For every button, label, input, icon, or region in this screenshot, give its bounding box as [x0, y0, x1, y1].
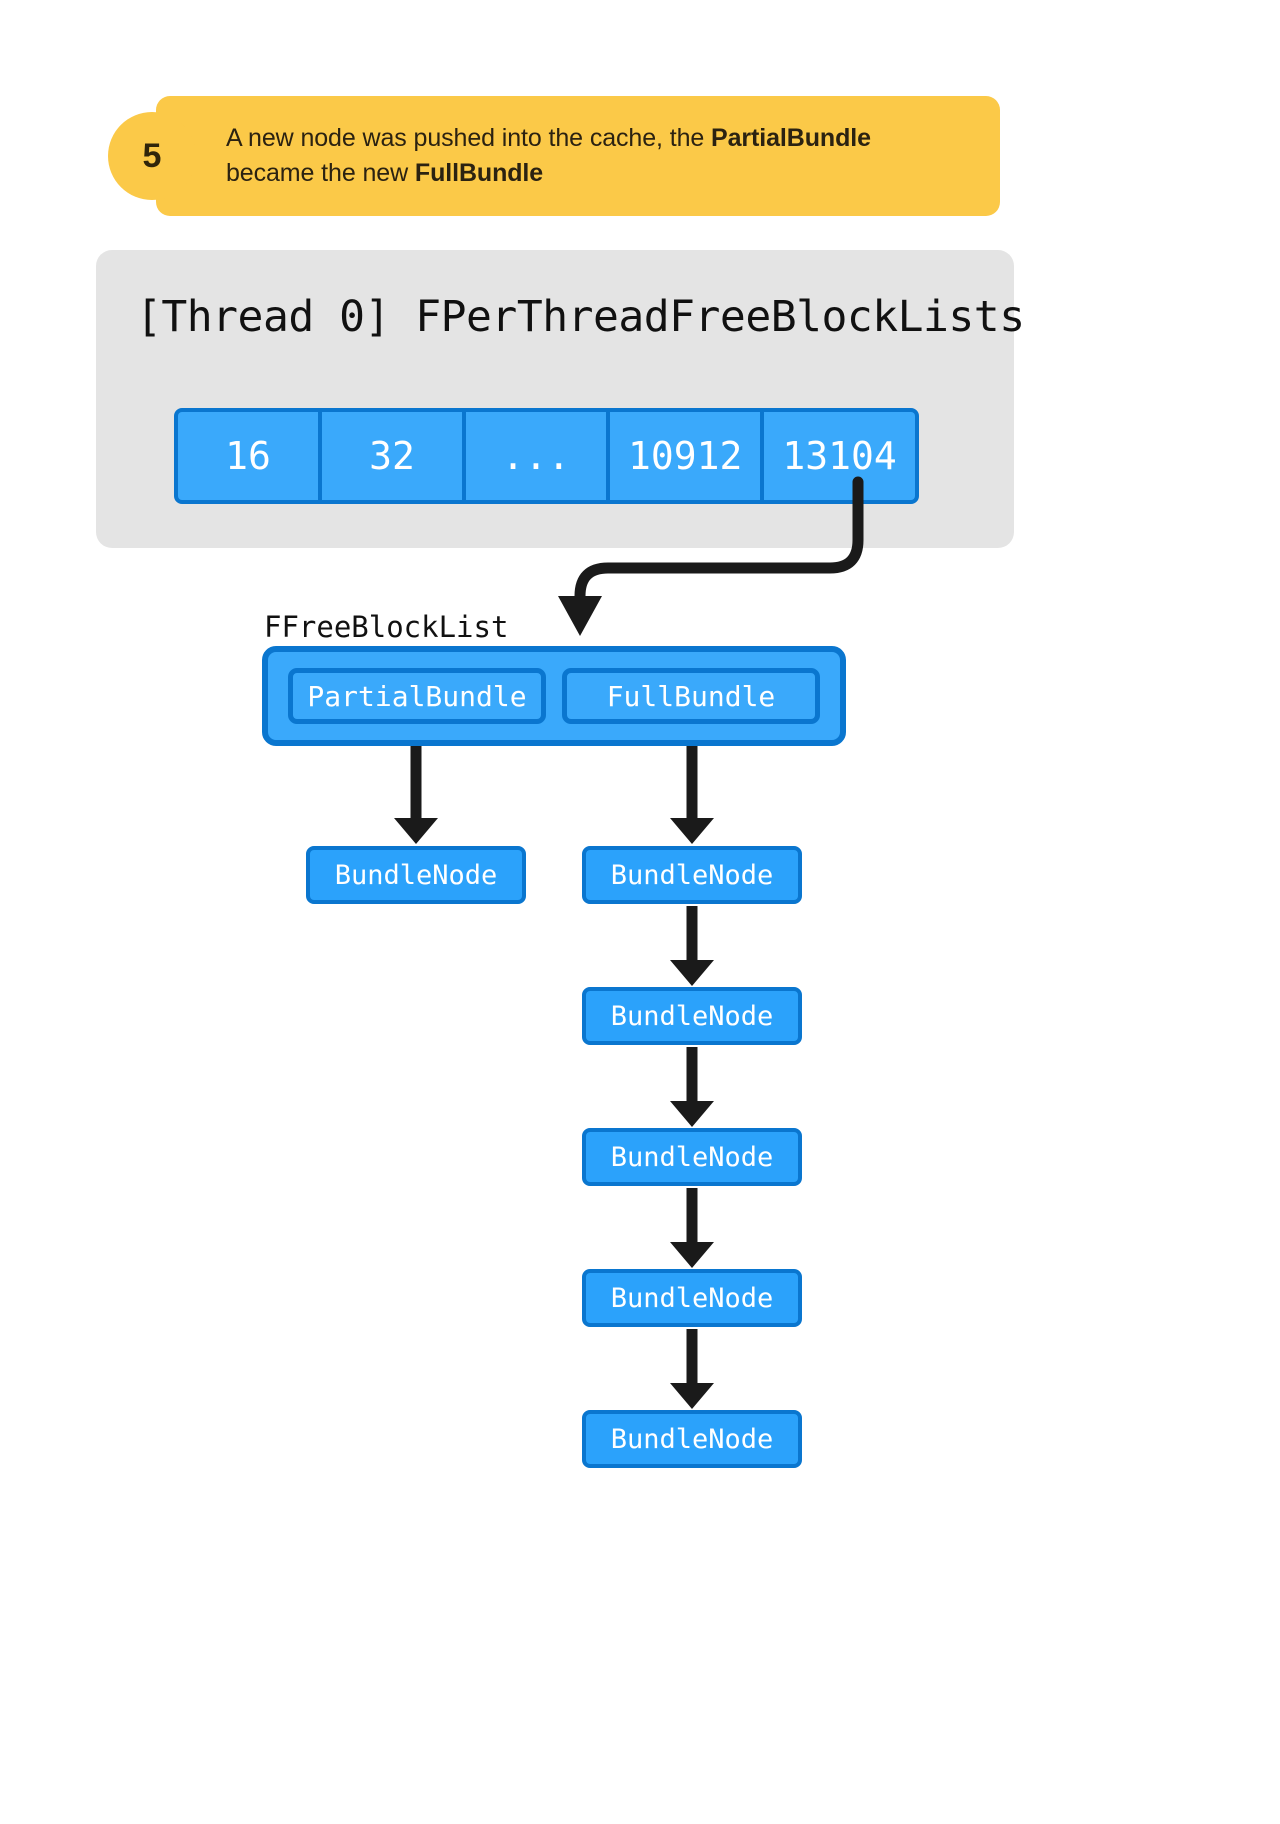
bundle-node[interactable]: BundleNode [582, 1128, 802, 1186]
curved-arrow-icon [558, 476, 864, 636]
bundle-node[interactable]: BundleNode [582, 846, 802, 904]
node-to-node-arrow-0 [670, 906, 714, 986]
size-class-cell-32[interactable]: 32 [322, 412, 462, 500]
callout-banner: 5 A new node was pushed into the cache, … [108, 96, 1000, 216]
fullbundle-to-node-arrow [670, 746, 714, 844]
callout-emphasis: PartialBundle [711, 123, 871, 152]
size-class-cell-10912[interactable]: 10912 [610, 412, 761, 500]
size-class-cell-13104[interactable]: 13104 [764, 412, 915, 500]
size-class-cell-16[interactable]: 16 [178, 412, 318, 500]
node-to-node-arrow-2 [670, 1188, 714, 1268]
bundle-node[interactable]: BundleNode [582, 1410, 802, 1468]
callout-emphasis: FullBundle [414, 159, 544, 187]
array-to-freeblocklist-connector [480, 470, 940, 650]
step-number-badge: 5 [108, 112, 196, 200]
free-block-list-label: FFreeBlockList [264, 610, 509, 644]
bundle-node[interactable]: BundleNode [582, 987, 802, 1045]
bundle-fullbundle[interactable]: FullBundle [562, 668, 820, 724]
node-to-node-arrow-1 [670, 1047, 714, 1127]
node-to-node-arrow-3 [670, 1329, 714, 1409]
free-block-list-box: PartialBundle FullBundle [262, 646, 846, 746]
callout-text: A new node was pushed into the cache, th… [226, 121, 966, 192]
panel-title: [Thread 0] FPerThreadFreeBlockLists [136, 292, 1025, 342]
size-class-cell-ellipsisellipsisellipsis[interactable]: ... [466, 412, 606, 500]
bundle-partialbundle[interactable]: PartialBundle [288, 668, 546, 724]
callout-plain: became the new [226, 159, 415, 187]
callout-body: A new node was pushed into the cache, th… [156, 96, 1000, 216]
callout-plain: A new node was pushed into the cache, th… [226, 123, 712, 152]
bundle-node[interactable]: BundleNode [306, 846, 526, 904]
partialbundle-to-node-arrow [394, 746, 438, 844]
bundle-node[interactable]: BundleNode [582, 1269, 802, 1327]
